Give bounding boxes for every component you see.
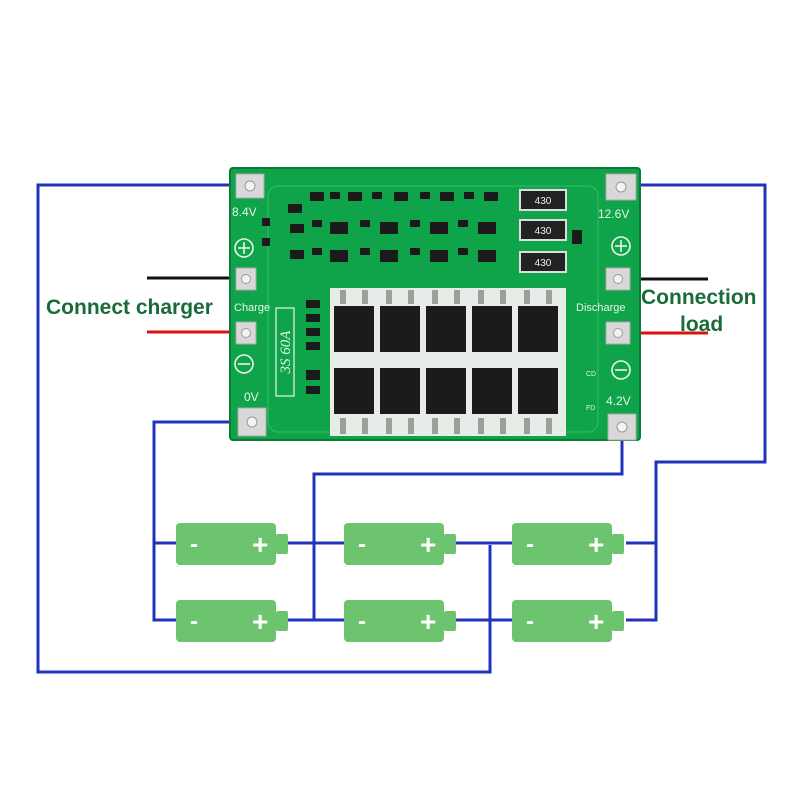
pad-4-2v (607, 413, 637, 441)
battery-minus-sign: - (526, 531, 534, 558)
resistor-2 (519, 219, 567, 241)
mosfet (380, 306, 420, 352)
connection-load-label-line2: load (680, 313, 724, 336)
connection-load-label-line1: Connection (641, 286, 757, 309)
battery-terminal (612, 534, 624, 554)
battery-cell: -+ (344, 600, 456, 642)
minus-icon (234, 354, 254, 374)
wire-8-4v (36, 183, 492, 674)
resistor-3-code: 430 (535, 258, 552, 269)
resistor-3 (519, 251, 567, 273)
battery-terminal (276, 534, 288, 554)
pad-8-4v (235, 173, 265, 199)
smd-components (262, 192, 582, 262)
label-cd: CD (586, 371, 596, 378)
model-marking: 3S 60A (275, 307, 295, 397)
blue-wires (36, 183, 767, 674)
model-text: 3S 60A (278, 330, 294, 375)
label-fd: FD (586, 405, 595, 412)
battery-plus-sign: + (420, 606, 436, 637)
pad-discharge-positive (605, 321, 631, 345)
label-8-4v: 8.4V (232, 205, 257, 219)
battery-minus-sign: - (358, 531, 366, 558)
wire-12-6v (622, 183, 767, 622)
label-charge: Charge (234, 302, 270, 314)
resistor-1-code: 430 (535, 196, 552, 207)
battery-terminal (444, 534, 456, 554)
battery-plus-sign: + (588, 606, 604, 637)
label-4-2v: 4.2V (606, 394, 631, 408)
wire-4-2v (312, 432, 624, 620)
battery-minus-sign: - (526, 608, 534, 635)
battery-minus-sign: - (358, 608, 366, 635)
mosfet (426, 306, 466, 352)
battery-plus-sign: + (588, 529, 604, 560)
resistor-1 (519, 189, 567, 211)
battery-plus-sign: + (252, 529, 268, 560)
mosfet (472, 368, 512, 414)
battery-body (512, 600, 612, 642)
plus-icon (611, 236, 631, 256)
label-0v: 0V (244, 390, 259, 404)
pad-discharge-negative (605, 267, 631, 291)
battery-plus-sign: + (420, 529, 436, 560)
battery-cell: -+ (344, 523, 456, 565)
pad-12-6v (605, 173, 637, 201)
battery-cells: -+-+-+-+-+-+ (176, 523, 624, 642)
mosfet (334, 368, 374, 414)
polarity-markers (234, 236, 631, 380)
battery-cell: -+ (512, 523, 624, 565)
label-discharge: Discharge (576, 302, 626, 314)
bms-board: 430 430 430 (229, 167, 641, 441)
pads (235, 173, 637, 441)
battery-terminal (276, 611, 288, 631)
plus-icon (234, 238, 254, 258)
pad-charge-negative (235, 267, 257, 291)
battery-body (344, 600, 444, 642)
battery-body (176, 600, 276, 642)
mosfet-array (330, 288, 566, 436)
connect-charger-label: Connect charger (46, 296, 213, 319)
battery-minus-sign: - (190, 608, 198, 635)
battery-cell: -+ (176, 600, 288, 642)
battery-plus-sign: + (252, 606, 268, 637)
battery-body (512, 523, 612, 565)
battery-cell: -+ (176, 523, 288, 565)
mosfet (334, 306, 374, 352)
battery-body (176, 523, 276, 565)
mosfet (518, 368, 558, 414)
mosfet (472, 306, 512, 352)
battery-terminal (612, 611, 624, 631)
battery-terminal (444, 611, 456, 631)
left-smd-column (306, 300, 320, 394)
battery-cell: -+ (512, 600, 624, 642)
wire-0v (152, 420, 252, 622)
shunt-resistors: 430 430 430 (519, 189, 567, 273)
pad-0v (237, 407, 267, 437)
battery-minus-sign: - (190, 531, 198, 558)
mosfet (518, 306, 558, 352)
resistor-2-code: 430 (535, 226, 552, 237)
mosfet (380, 368, 420, 414)
pad-charge-positive (235, 321, 257, 345)
battery-body (344, 523, 444, 565)
minus-icon (611, 360, 631, 380)
mosfet (426, 368, 466, 414)
label-12-6v: 12.6V (598, 207, 629, 221)
